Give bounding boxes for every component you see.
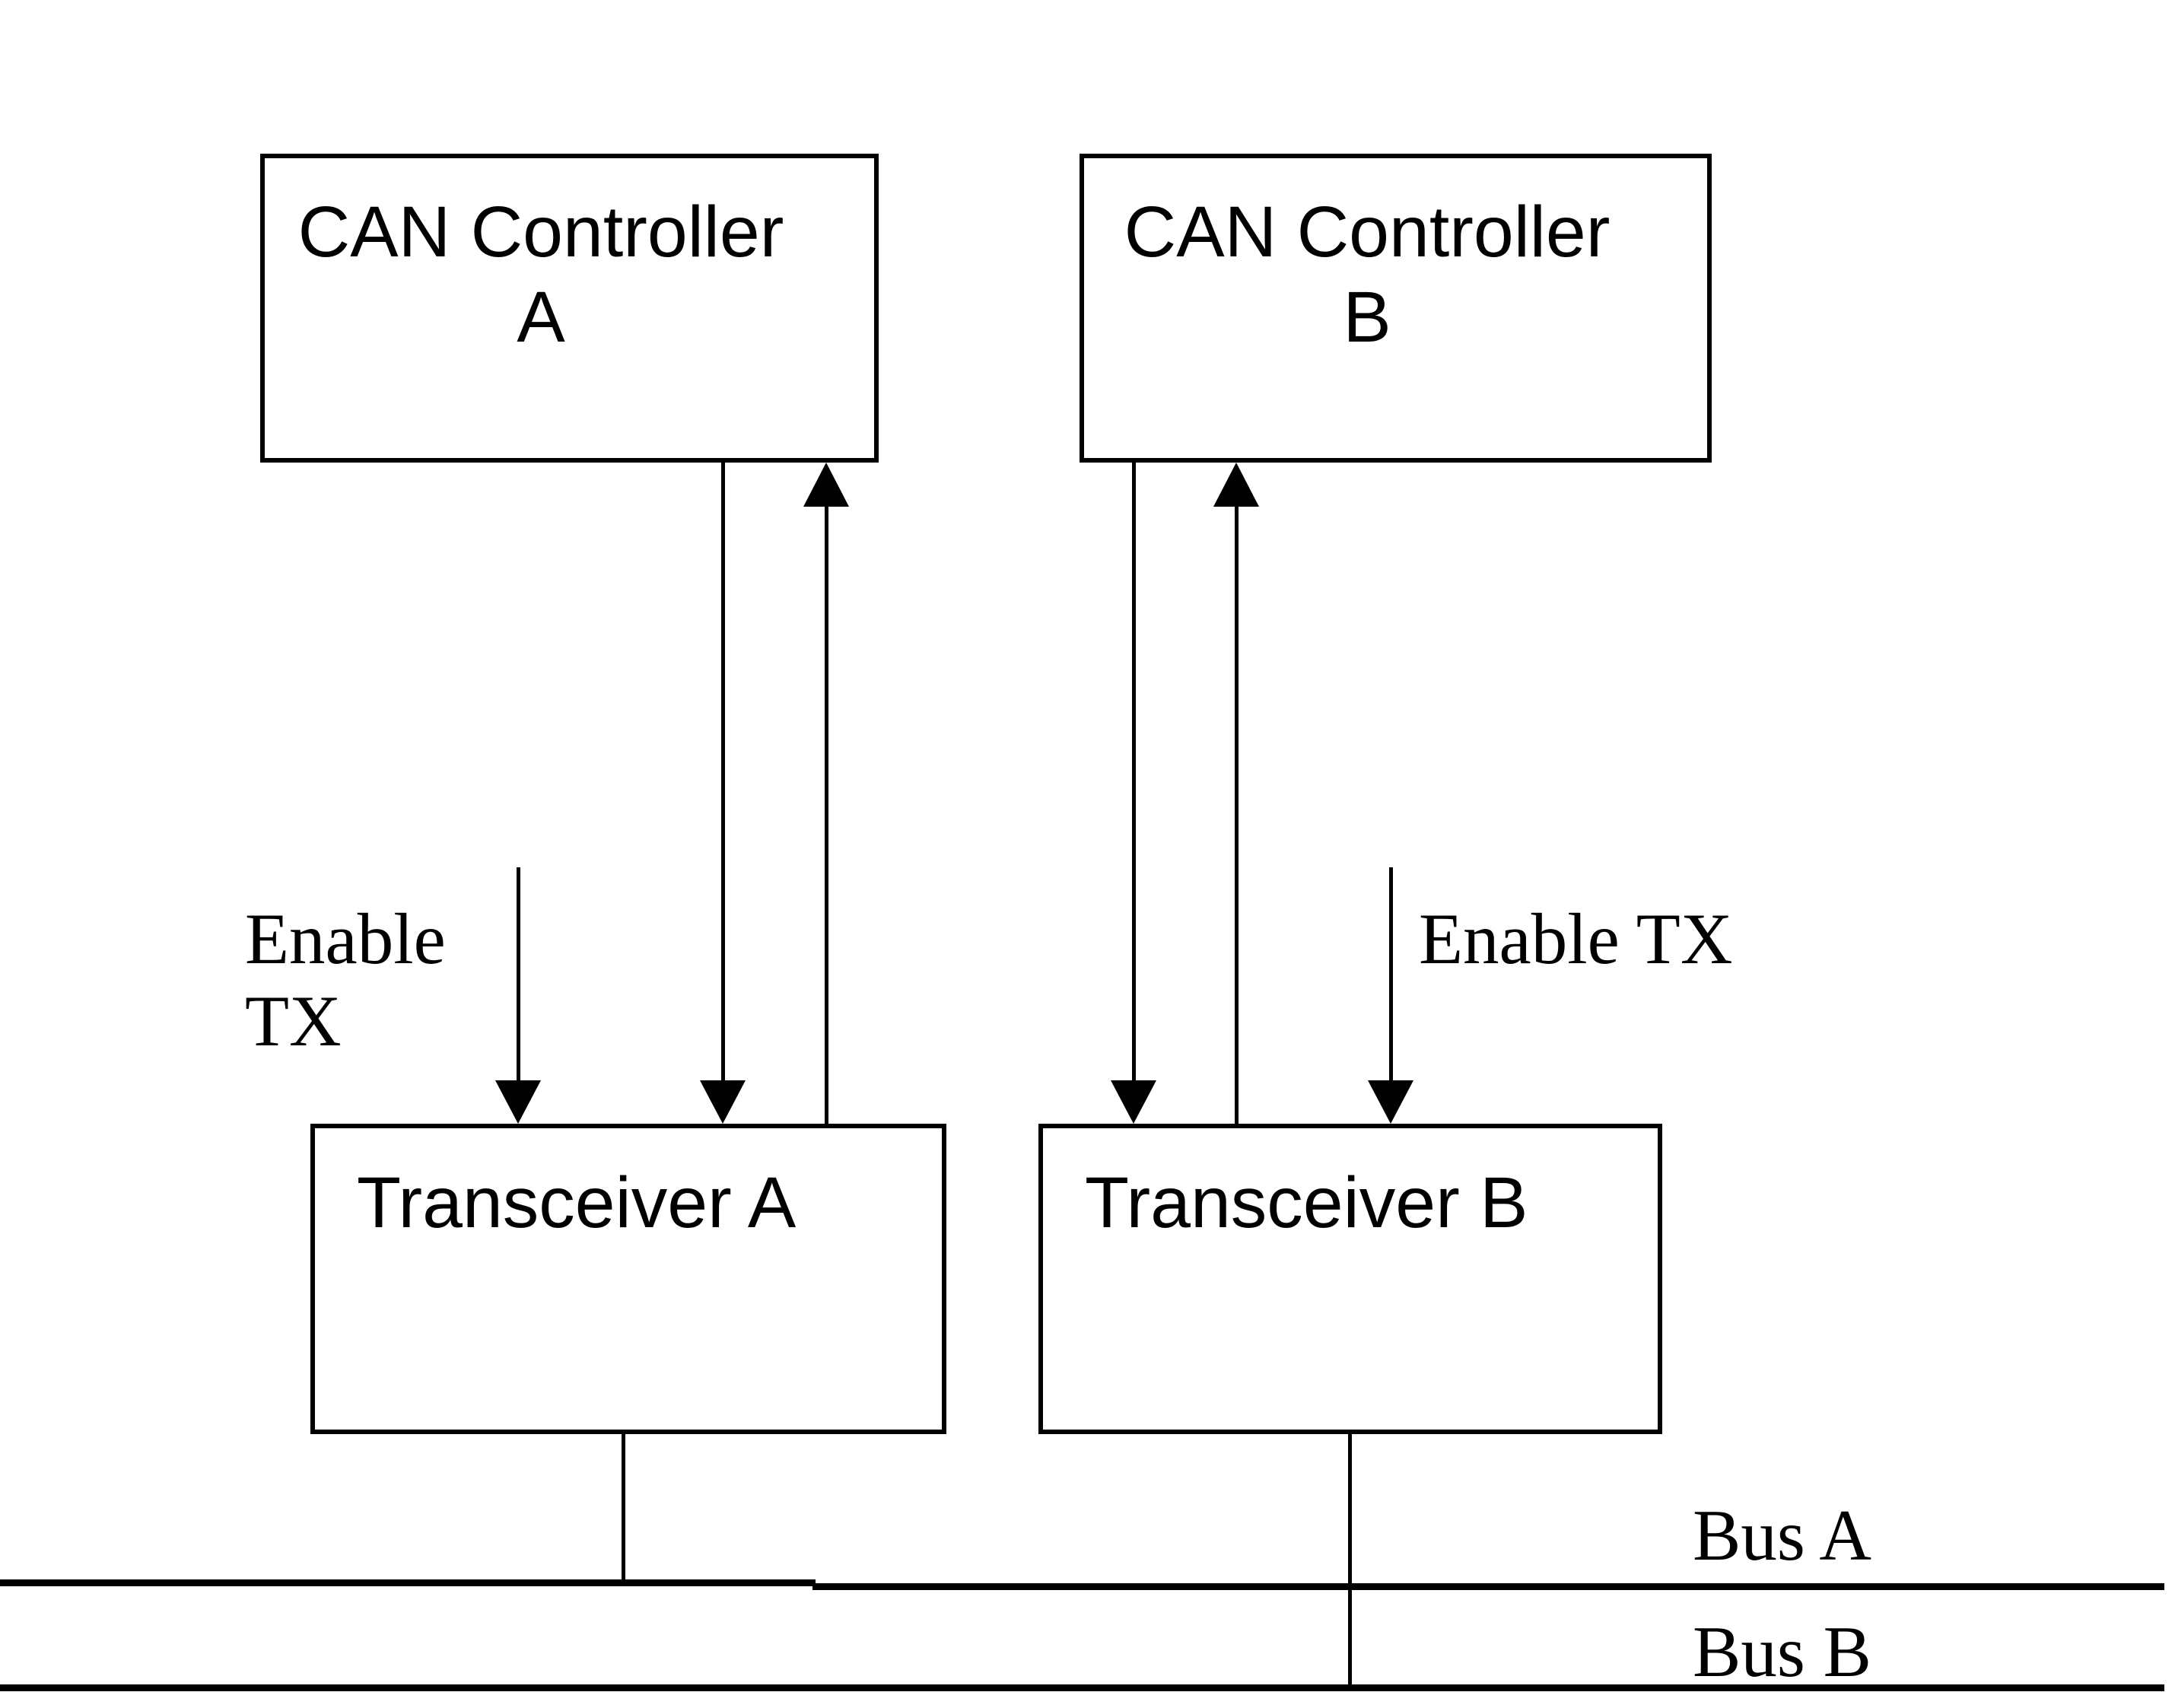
bus-a-label: Bus A <box>1693 1495 1871 1576</box>
can-controller-a-box: CAN Controller A <box>260 154 879 463</box>
transceiver-b-box: Transceiver B <box>1038 1124 1662 1434</box>
can-a-rx-up-arrowhead-icon <box>803 463 849 507</box>
transceiver-b-label: Transceiver B <box>1085 1163 1528 1243</box>
enable-tx-b-arrowhead-icon <box>1368 1080 1413 1124</box>
transceiver-b-bus-b-connector <box>1348 1434 1352 1687</box>
can-b-tx-line <box>1132 463 1136 1083</box>
bus-b-label: Bus B <box>1693 1611 1871 1692</box>
can-controller-a-label-line2: A <box>517 277 565 358</box>
can-a-rx-line <box>825 505 828 1124</box>
enable-tx-a-label-line2: TX <box>245 981 342 1061</box>
enable-tx-b-label: Enable TX <box>1419 899 1733 979</box>
can-b-tx-down-arrowhead-icon <box>1111 1080 1156 1124</box>
can-b-rx-line <box>1235 505 1239 1124</box>
can-a-tx-down-arrowhead-icon <box>700 1080 746 1124</box>
transceiver-a-label: Transceiver A <box>357 1163 797 1243</box>
can-controller-b-label-line1: CAN Controller <box>1124 192 1611 272</box>
bus-b-line <box>0 1684 2164 1691</box>
can-controller-a-label: CAN Controller A <box>265 158 874 360</box>
enable-tx-a-label-line1: Enable <box>245 899 446 979</box>
can-controller-b-label-line2: B <box>1343 277 1391 358</box>
can-b-rx-up-arrowhead-icon <box>1213 463 1259 507</box>
transceiver-a-bus-a-connector <box>622 1434 625 1584</box>
can-controller-b-box: CAN Controller B <box>1080 154 1712 463</box>
enable-tx-b-line <box>1389 867 1393 1080</box>
enable-tx-a-label: Enable TX <box>245 898 446 1062</box>
can-controller-b-label: CAN Controller B <box>1084 158 1707 360</box>
enable-tx-a-line <box>517 867 520 1080</box>
bus-a-line-left-segment <box>0 1579 816 1586</box>
enable-tx-a-arrowhead-icon <box>495 1080 541 1124</box>
transceiver-a-box: Transceiver A <box>310 1124 946 1434</box>
can-a-tx-line <box>721 463 725 1083</box>
can-controller-a-label-line1: CAN Controller <box>297 192 784 272</box>
bus-a-line-right-segment <box>812 1583 2164 1590</box>
